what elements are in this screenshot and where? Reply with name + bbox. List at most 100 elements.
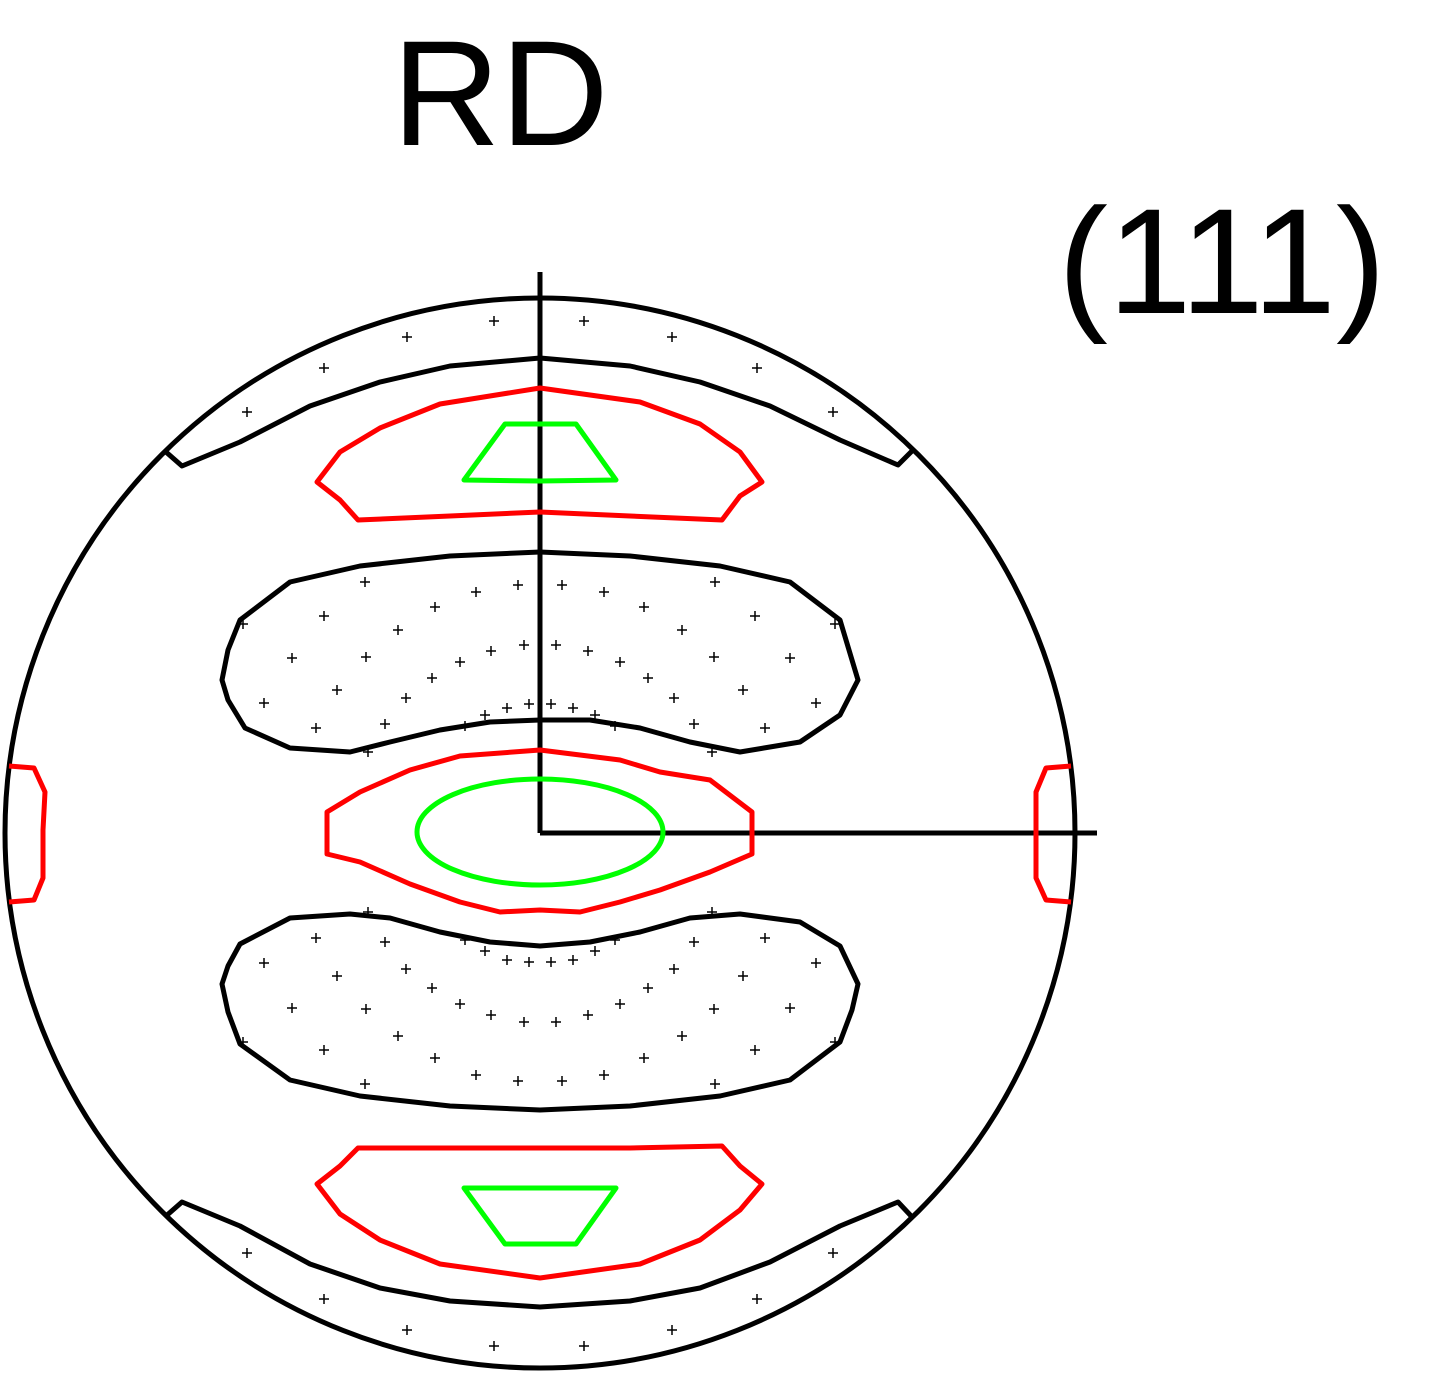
plus-marker: [513, 1076, 523, 1086]
plus-marker: [380, 719, 390, 729]
plus-marker: [677, 625, 687, 635]
plus-marker: [583, 646, 593, 656]
plus-marker: [519, 1017, 529, 1027]
top-rim-contour: [164, 355, 915, 469]
plus-marker: [677, 1031, 687, 1041]
plus-marker: [689, 937, 699, 947]
plus-marker: [287, 653, 297, 663]
plus-marker: [710, 1079, 720, 1089]
plus-marker: [750, 611, 760, 621]
plus-marker: [785, 1003, 795, 1013]
plus-marker: [830, 1037, 840, 1047]
plus-marker: [430, 1053, 440, 1063]
plus-marker: [750, 1045, 760, 1055]
plus-marker: [455, 999, 465, 1009]
bottom-red-contour: [314, 1143, 765, 1281]
rd-axis-label: RD: [392, 9, 609, 177]
plus-marker: [639, 1053, 649, 1063]
plus-marker: [811, 698, 821, 708]
plus-marker: [830, 619, 840, 629]
plus-marker: [360, 1079, 370, 1089]
upper-black-contour: [219, 549, 861, 755]
plus-marker: [568, 703, 578, 713]
bottom-rim-contour: [164, 1199, 915, 1310]
plus-marker: [471, 587, 481, 597]
plus-marker: [610, 935, 620, 945]
plus-marker: [667, 1325, 677, 1335]
plus-marker: [551, 1017, 561, 1027]
plus-marker: [238, 1037, 248, 1047]
plus-marker: [639, 602, 649, 612]
plus-marker: [599, 1070, 609, 1080]
top-green-contour: [461, 421, 619, 484]
plus-marker: [393, 625, 403, 635]
plus-marker: [546, 699, 556, 709]
plus-marker: [401, 964, 411, 974]
plus-marker: [519, 640, 529, 650]
plus-marker: [579, 1341, 589, 1351]
plus-marker: [667, 332, 677, 342]
plus-marker: [785, 653, 795, 663]
top-red-contour: [314, 385, 765, 523]
plus-marker: [287, 1003, 297, 1013]
plus-marker: [319, 1294, 329, 1304]
plus-marker: [360, 577, 370, 587]
plus-marker: [710, 577, 720, 587]
low-intensity-markers: [238, 316, 840, 1351]
plus-marker: [828, 1248, 838, 1258]
plus-marker: [502, 955, 512, 965]
plus-marker: [557, 580, 567, 590]
plus-marker: [455, 657, 465, 667]
plus-marker: [480, 710, 490, 720]
plus-marker: [311, 723, 321, 733]
plus-marker: [460, 721, 470, 731]
plus-marker: [752, 363, 762, 373]
plus-marker: [402, 1325, 412, 1335]
plus-marker: [311, 933, 321, 943]
plus-marker: [319, 611, 329, 621]
plus-marker: [590, 710, 600, 720]
plus-marker: [380, 937, 390, 947]
plus-marker: [738, 685, 748, 695]
plus-marker: [332, 971, 342, 981]
plus-marker: [524, 699, 534, 709]
plus-marker: [489, 1341, 499, 1351]
plus-marker: [319, 363, 329, 373]
plus-marker: [590, 946, 600, 956]
plus-marker: [707, 907, 717, 917]
plus-marker: [427, 673, 437, 683]
plus-marker: [579, 316, 589, 326]
lower-black-contour: [219, 911, 861, 1113]
plus-marker: [752, 1294, 762, 1304]
plus-marker: [502, 703, 512, 713]
right-red-contour: [1033, 763, 1072, 905]
plus-marker: [568, 955, 578, 965]
plus-marker: [363, 907, 373, 917]
plus-marker: [259, 698, 269, 708]
plus-marker: [489, 316, 499, 326]
plus-marker: [643, 673, 653, 683]
plus-marker: [669, 693, 679, 703]
plus-marker: [615, 657, 625, 667]
plus-marker: [738, 971, 748, 981]
plus-marker: [402, 332, 412, 342]
plus-marker: [811, 958, 821, 968]
plus-marker: [242, 407, 252, 417]
plus-marker: [361, 1004, 371, 1014]
plus-marker: [709, 652, 719, 662]
plus-marker: [524, 957, 534, 967]
plus-marker: [319, 1045, 329, 1055]
plus-marker: [557, 1076, 567, 1086]
plus-marker: [828, 407, 838, 417]
plus-marker: [427, 983, 437, 993]
plus-marker: [361, 652, 371, 662]
plus-marker: [760, 723, 770, 733]
plus-marker: [332, 685, 342, 695]
plus-marker: [760, 933, 770, 943]
plus-marker: [513, 580, 523, 590]
plus-marker: [610, 721, 620, 731]
plus-marker: [583, 1010, 593, 1020]
plus-marker: [401, 693, 411, 703]
bottom-green-contour: [461, 1185, 619, 1247]
